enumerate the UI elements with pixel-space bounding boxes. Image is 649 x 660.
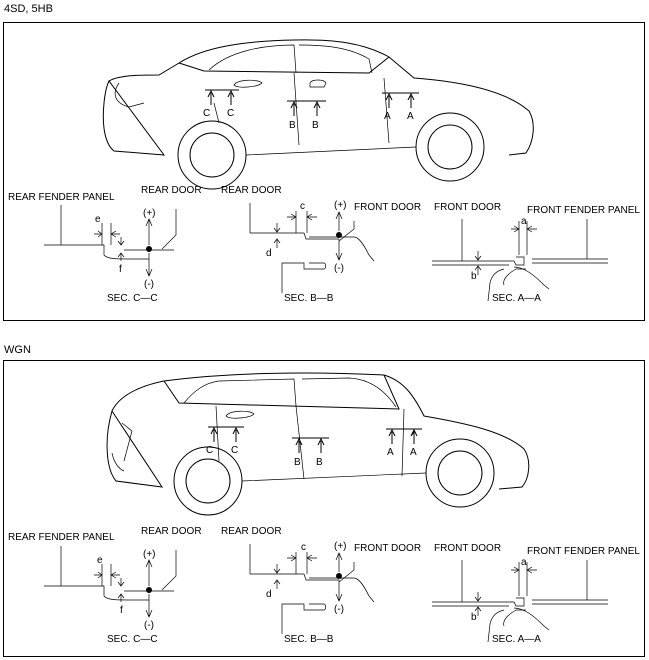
sedan-sec-b-caption: SEC. B—B [284, 293, 334, 304]
sedan-section-a-marker-2: A [407, 111, 414, 122]
sedan-sec-a-caption: SEC. A—A [492, 293, 541, 304]
wagon-sec-b-left-label: REAR DOOR [221, 526, 282, 537]
wagon-sec-a-gap-label: a [521, 557, 527, 568]
sedan-sec-a-gap-label: a [521, 216, 527, 227]
wagon-sec-c-detail: REAR FENDER PANEL REAR DOOR (+) (-) e f … [8, 526, 202, 645]
wagon-section-a-marker-1: A [387, 447, 394, 458]
wagon-sec-a-left-label: FRONT DOOR [434, 543, 501, 554]
section-title-wagon: WGN [4, 344, 31, 356]
sedan-sec-a-flush-label: b [471, 271, 477, 282]
wagon-section-a-marker-2: A [410, 447, 417, 458]
wagon-sec-a-right-label: FRONT FENDER PANEL [527, 546, 640, 557]
sedan-sec-b-right-label: FRONT DOOR [354, 202, 421, 213]
wagon-sec-a-caption: SEC. A—A [492, 634, 541, 645]
wagon-diagram: C C B B A A REAR FENDER PANEL REAR DOOR … [8, 372, 640, 645]
wagon-section-b-marker-2: B [316, 457, 323, 468]
sedan-sec-b-left-label: REAR DOOR [221, 185, 282, 196]
sedan-sec-b-plus: (+) [334, 200, 347, 211]
wagon-sec-b-detail: REAR DOOR FRONT DOOR (+) (-) c d SEC. B—… [221, 526, 421, 645]
wagon-sec-c-left-label: REAR FENDER PANEL [8, 532, 115, 543]
sedan-sec-b-detail: REAR DOOR FRONT DOOR (+) (-) c d SEC. B—… [221, 185, 421, 304]
wagon-sec-b-plus: (+) [334, 541, 347, 552]
wagon-diagram-frame: C C B B A A REAR FENDER PANEL REAR DOOR … [3, 360, 645, 657]
sedan-sec-b-gap-label: c [300, 201, 305, 212]
wagon-section-c-marker-1: C [206, 445, 213, 456]
sedan-sec-b-minus: (-) [334, 263, 344, 274]
sedan-sec-a-left-label: FRONT DOOR [434, 202, 501, 213]
sedan-section-a-marker-1: A [384, 111, 391, 122]
sedan-diagram: C C B B A A REAR FENDER PANEL REAR DOOR … [8, 39, 640, 304]
sedan-sec-c-minus: (-) [144, 279, 154, 290]
sedan-sec-c-right-label: REAR DOOR [141, 185, 202, 196]
wagon-sec-c-caption: SEC. C—C [107, 634, 158, 645]
wagon-sec-c-plus: (+) [143, 549, 156, 560]
wagon-sec-a-flush-label: b [471, 612, 477, 623]
sedan-sec-c-detail: REAR FENDER PANEL REAR DOOR (+) (-) e f … [8, 185, 202, 304]
sedan-section-c-marker-2: C [227, 108, 234, 119]
wagon-sec-c-flush-label: f [120, 605, 123, 616]
sedan-sec-c-plus: (+) [143, 208, 156, 219]
sedan-sec-c-left-label: REAR FENDER PANEL [8, 192, 115, 203]
sedan-sec-c-flush-label: f [119, 264, 122, 275]
wagon-sec-b-gap-label: c [301, 542, 306, 553]
sedan-section-b-marker-2: B [312, 120, 319, 131]
wagon-section-c-marker-2: C [231, 445, 238, 456]
sedan-sec-a-right-label: FRONT FENDER PANEL [527, 205, 640, 216]
section-title-sedan: 4SD, 5HB [4, 3, 53, 15]
sedan-sec-c-caption: SEC. C—C [107, 293, 158, 304]
sedan-sec-b-flush-label: d [266, 248, 272, 259]
sedan-diagram-frame: C C B B A A REAR FENDER PANEL REAR DOOR … [3, 22, 645, 321]
wagon-sec-b-right-label: FRONT DOOR [354, 543, 421, 554]
wagon-sec-c-right-label: REAR DOOR [141, 526, 202, 537]
sedan-section-c-marker-1: C [203, 108, 210, 119]
wagon-sec-b-flush-label: d [266, 589, 272, 600]
wagon-sec-b-minus: (-) [334, 604, 344, 615]
sedan-sec-c-gap-label: e [95, 214, 101, 225]
wagon-car-illustration: C C B B A A [106, 372, 530, 516]
wagon-section-b-marker-1: B [294, 457, 301, 468]
sedan-car-illustration: C C B B A A [102, 39, 534, 190]
wagon-sec-c-gap-label: e [97, 555, 103, 566]
wagon-sec-a-detail: FRONT DOOR FRONT FENDER PANEL a b SEC. A… [432, 543, 640, 645]
sedan-sec-a-detail: FRONT DOOR FRONT FENDER PANEL a b SEC. A… [432, 202, 640, 304]
wagon-sec-b-caption: SEC. B—B [284, 634, 334, 645]
wagon-sec-c-minus: (-) [144, 620, 154, 631]
sedan-section-b-marker-1: B [289, 120, 296, 131]
